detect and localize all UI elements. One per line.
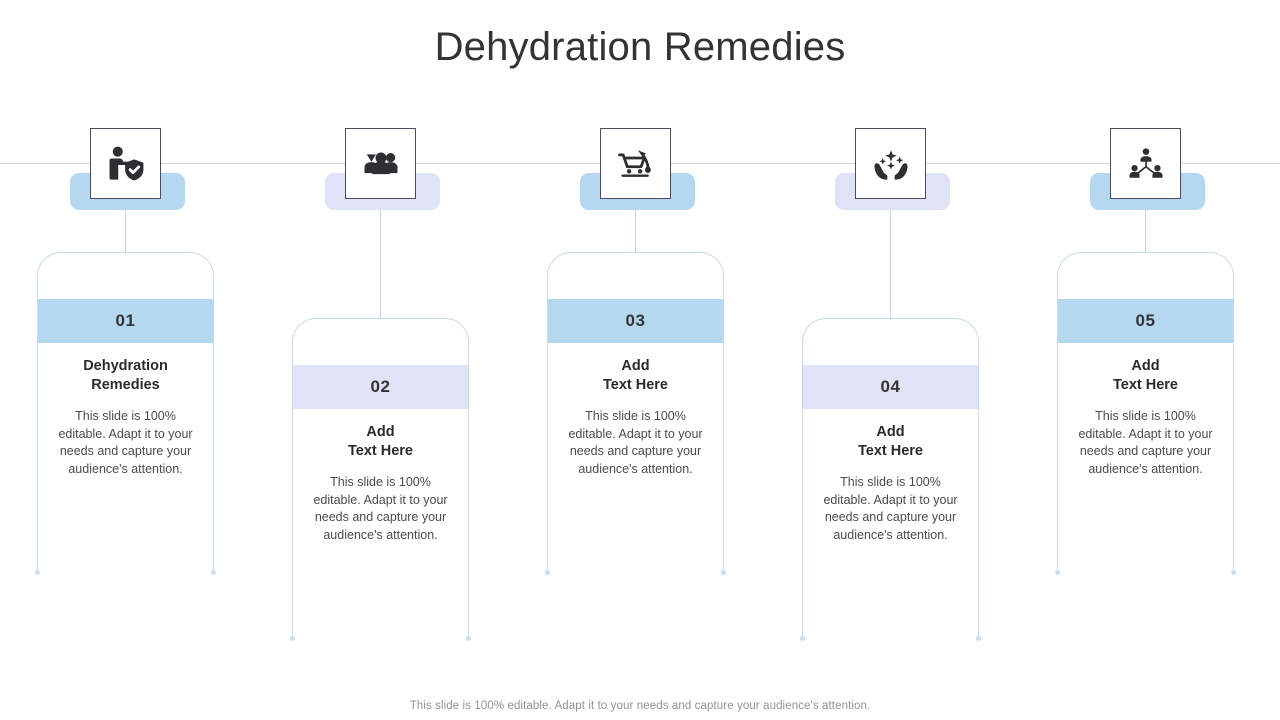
card-body-03: Add Text Here This slide is 100% editabl… <box>548 343 723 478</box>
step-card-04[interactable]: 04 Add Text Here This slide is 100% edit… <box>802 318 979 638</box>
card-cap-02 <box>293 319 468 365</box>
card-tail-dot-left-02 <box>290 636 295 641</box>
step-number-04: 04 <box>803 365 978 409</box>
step-number-01: 01 <box>38 299 213 343</box>
card-tail-dot-left-01 <box>35 570 40 575</box>
icon-group-04 <box>765 128 1020 210</box>
card-cap-04 <box>803 319 978 365</box>
step-column-03: 03 Add Text Here This slide is 100% edit… <box>510 0 765 690</box>
shopping-cart-arrow-icon <box>617 149 651 177</box>
card-heading-04: Add Text Here <box>857 424 923 459</box>
connector-stem-04 <box>890 210 891 318</box>
icon-tile-03[interactable] <box>600 128 671 199</box>
connector-stem-03 <box>635 210 636 252</box>
card-description-01: This slide is 100% editable. Adapt it to… <box>58 409 193 476</box>
card-description-05: This slide is 100% editable. Adapt it to… <box>1078 409 1213 476</box>
icon-group-01 <box>0 128 255 210</box>
card-tail-dot-right-05 <box>1231 570 1236 575</box>
footer-note: This slide is 100% editable. Adapt it to… <box>409 700 871 712</box>
page-title: Dehydration Remedies <box>434 25 846 69</box>
step-column-05: 05 Add Text Here This slide is 100% edit… <box>1020 0 1275 690</box>
people-group-icon <box>364 152 397 174</box>
person-shield-check-icon <box>109 146 143 180</box>
step-number-03: 03 <box>548 299 723 343</box>
card-heading-01: Dehydration Remedies <box>83 358 168 393</box>
card-heading-03: Add Text Here <box>602 358 668 393</box>
connector-stem-02 <box>380 210 381 318</box>
people-hierarchy-network-icon <box>1129 147 1162 178</box>
step-number-02: 02 <box>293 365 468 409</box>
step-card-02[interactable]: 02 Add Text Here This slide is 100% edit… <box>292 318 469 638</box>
card-heading-02: Add Text Here <box>347 424 413 459</box>
card-tail-dot-left-03 <box>545 570 550 575</box>
icon-group-02 <box>255 128 510 210</box>
card-cap-03 <box>548 253 723 299</box>
connector-stem-05 <box>1145 210 1146 252</box>
card-description-04: This slide is 100% editable. Adapt it to… <box>823 475 958 542</box>
card-body-02: Add Text Here This slide is 100% editabl… <box>293 409 468 544</box>
icon-tile-01[interactable] <box>90 128 161 199</box>
card-tail-dot-left-04 <box>800 636 805 641</box>
step-column-04: 04 Add Text Here This slide is 100% edit… <box>765 0 1020 690</box>
card-tail-dot-right-02 <box>466 636 471 641</box>
card-cap-05 <box>1058 253 1233 299</box>
card-heading-05: Add Text Here <box>1112 358 1178 393</box>
step-card-01[interactable]: 01 Dehydration Remedies This slide is 10… <box>37 252 214 572</box>
card-body-04: Add Text Here This slide is 100% editabl… <box>803 409 978 544</box>
card-tail-dot-right-03 <box>721 570 726 575</box>
card-body-01: Dehydration Remedies This slide is 100% … <box>38 343 213 478</box>
connector-stem-01 <box>125 210 126 252</box>
card-tail-dot-right-04 <box>976 636 981 641</box>
card-body-05: Add Text Here This slide is 100% editabl… <box>1058 343 1233 478</box>
step-number-05: 05 <box>1058 299 1233 343</box>
card-description-02: This slide is 100% editable. Adapt it to… <box>313 475 448 542</box>
icon-group-03 <box>510 128 765 210</box>
card-cap-01 <box>38 253 213 299</box>
card-tail-dot-right-01 <box>211 570 216 575</box>
step-card-03[interactable]: 03 Add Text Here This slide is 100% edit… <box>547 252 724 572</box>
process-diagram: 01 Dehydration Remedies This slide is 10… <box>0 0 1275 690</box>
step-card-05[interactable]: 05 Add Text Here This slide is 100% edit… <box>1057 252 1234 572</box>
hands-sparkle-care-icon <box>873 149 908 180</box>
card-description-03: This slide is 100% editable. Adapt it to… <box>568 409 703 476</box>
card-tail-dot-left-05 <box>1055 570 1060 575</box>
step-column-02: 02 Add Text Here This slide is 100% edit… <box>255 0 510 690</box>
icon-tile-05[interactable] <box>1110 128 1181 199</box>
step-column-01: 01 Dehydration Remedies This slide is 10… <box>0 0 255 690</box>
icon-tile-04[interactable] <box>855 128 926 199</box>
icon-tile-02[interactable] <box>345 128 416 199</box>
icon-group-05 <box>1020 128 1275 210</box>
